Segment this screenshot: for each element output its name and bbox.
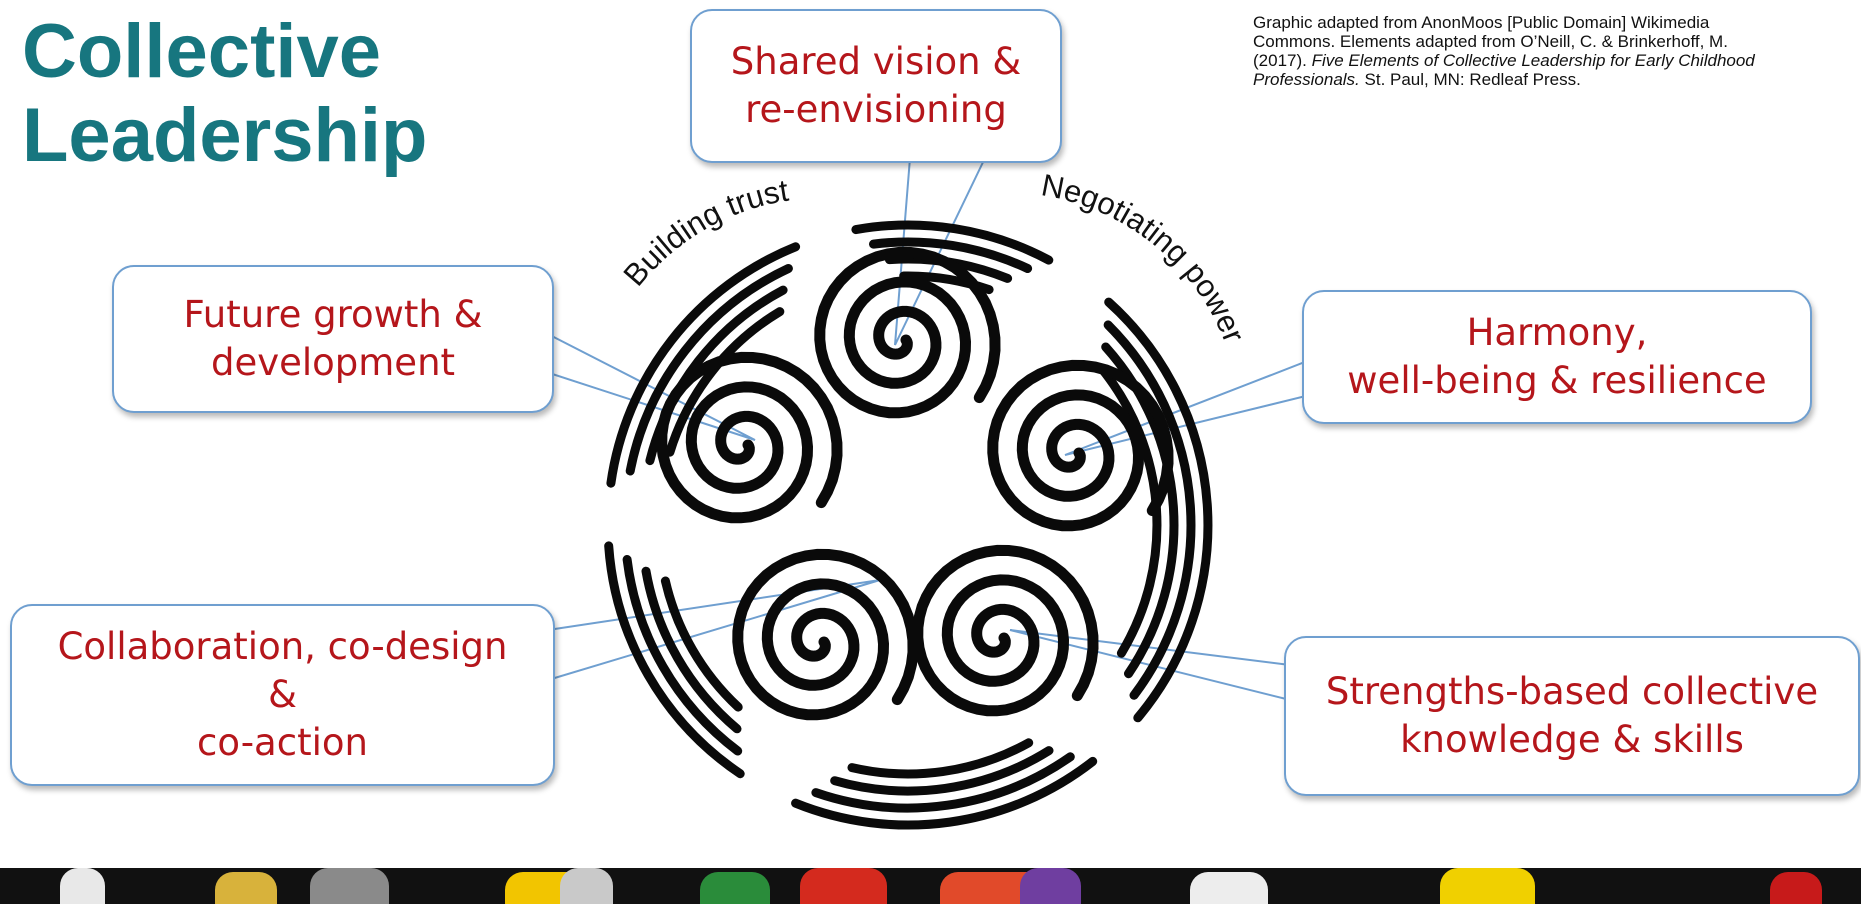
strip-color-block xyxy=(60,868,105,904)
callout-future-growth: Future growth & development xyxy=(112,265,554,413)
attribution-line-3-prefix: (2017). xyxy=(1253,51,1312,70)
spiral-arm xyxy=(814,246,1001,419)
callout-harmony-line-2: well-being & resilience xyxy=(1347,359,1767,402)
strip-color-block xyxy=(215,872,277,904)
callout-shared-vision: Shared vision & re-envisioning xyxy=(690,9,1062,163)
outer-ring-arc xyxy=(606,242,801,488)
strip-color-block xyxy=(1190,872,1268,904)
strip-color-block xyxy=(1770,872,1822,904)
callout-future-growth-line-2: development xyxy=(210,341,456,384)
outer-ring-arc xyxy=(641,566,742,734)
book-title-part-2: Professionals. xyxy=(1253,70,1360,89)
callout-strengths-based: Strengths-based collective knowledge & s… xyxy=(1284,636,1860,796)
spiral-arm xyxy=(987,359,1174,532)
strip-color-block xyxy=(310,868,389,904)
strip-color-block xyxy=(560,868,613,904)
callout-harmony-line-1: Harmony, xyxy=(1466,311,1648,354)
spiral-knot-graphic xyxy=(604,220,1213,830)
outer-ring-arc xyxy=(622,555,743,756)
arc-label-right: Negotiating power xyxy=(1039,167,1252,347)
outer-ring-arc xyxy=(899,271,994,295)
attribution-line-4: Professionals. St. Paul, MN: Redleaf Pre… xyxy=(1253,70,1861,89)
callout-harmony: Harmony, well-being & resilience xyxy=(1302,290,1812,424)
attribution-line-3: (2017). Five Elements of Collective Lead… xyxy=(1253,51,1861,70)
strip-color-block xyxy=(700,872,770,904)
outer-ring-arc xyxy=(811,752,1075,813)
strip-color-block xyxy=(800,868,887,904)
outer-ring-arc xyxy=(791,756,1098,830)
title-line-2: Leadership xyxy=(22,93,428,178)
outer-ring-arc xyxy=(625,264,793,476)
callout-shared-vision-line-1: Shared vision & xyxy=(730,40,1022,83)
callout-collaboration-line-1: Collaboration, co-design xyxy=(57,625,508,668)
attribution-line-4-rest: St. Paul, MN: Redleaf Press. xyxy=(1359,70,1581,89)
strip-color-block xyxy=(1440,868,1535,904)
spiral-arm xyxy=(732,548,919,721)
attribution-text: Graphic adapted from AnonMoos [Public Do… xyxy=(1253,13,1861,89)
outer-ring-arc xyxy=(1104,297,1213,723)
callout-collaboration-line-2: & xyxy=(268,673,297,716)
callout-collaboration-line-3: co-action xyxy=(197,721,368,764)
outer-ring-arc xyxy=(665,307,785,457)
outer-ring-arc xyxy=(830,746,1054,796)
attribution-line-1: Graphic adapted from AnonMoos [Public Do… xyxy=(1253,13,1710,32)
spiral-arm xyxy=(656,351,843,524)
pointer-bottom-left xyxy=(547,579,881,682)
outer-ring-arc xyxy=(660,576,743,712)
page-title: Collective Leadership xyxy=(22,10,427,178)
outer-ring-arc xyxy=(1103,320,1196,700)
callout-shared-vision-line-2: re-envisioning xyxy=(745,88,1007,131)
spiral-arm xyxy=(912,544,1099,717)
title-line-1: Collective xyxy=(22,9,382,94)
outer-ring-arc xyxy=(847,738,1034,779)
arc-label-left: Building trust xyxy=(617,173,792,293)
callout-strengths-line-1: Strengths-based collective xyxy=(1325,670,1819,713)
callout-future-growth-line-1: Future growth & xyxy=(183,293,483,336)
callout-strengths-line-2: knowledge & skills xyxy=(1400,718,1744,761)
book-title-part-1: Five Elements of Collective Leadership f… xyxy=(1311,51,1755,70)
decorative-color-strip xyxy=(0,868,1861,904)
outer-ring-arc xyxy=(604,541,745,779)
outer-ring-arc xyxy=(851,220,1054,265)
callout-collaboration: Collaboration, co-design & co-action xyxy=(10,604,555,786)
outer-ring-arc xyxy=(869,237,1033,273)
attribution-line-2: Commons. Elements adapted from O’Neill, … xyxy=(1253,32,1728,51)
strip-color-block xyxy=(1020,868,1081,904)
